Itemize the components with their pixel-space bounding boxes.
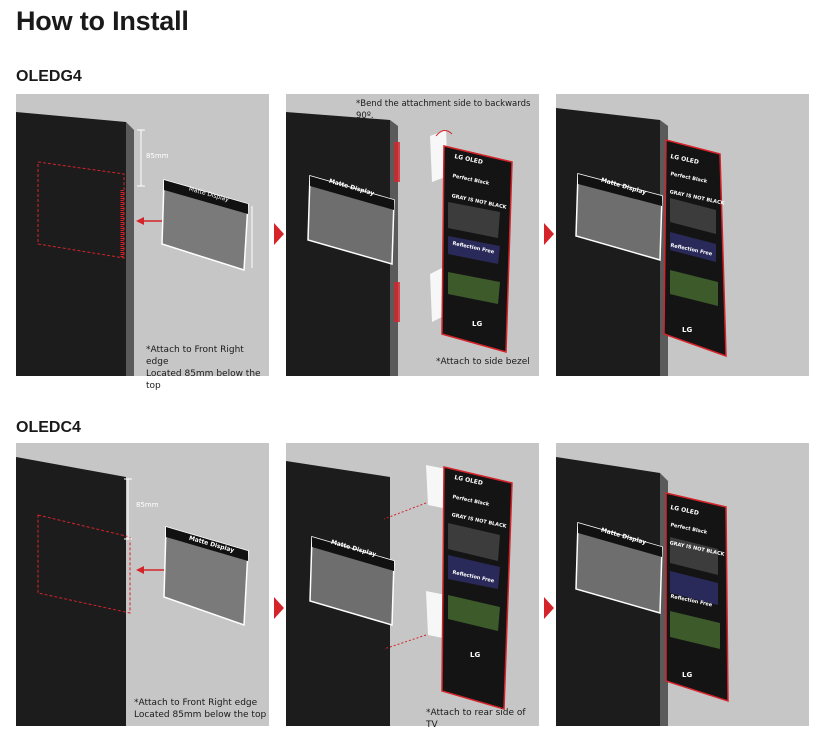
- step-panel-2: *Bend the attachment side to backwards 9…: [286, 94, 539, 376]
- step-illustration: [16, 112, 253, 376]
- measure-label: 85mm: [136, 501, 159, 509]
- step-caption: *Attach to rear side of TV: [426, 708, 526, 730]
- lg-logo: LG: [682, 671, 693, 679]
- page-title: How to Install: [16, 6, 189, 36]
- step-panel-1: 85mm Matte Display *Attach to Front Righ…: [16, 443, 269, 726]
- step-panel-1: 85mm Matte Display *Attach to Front Righ…: [16, 94, 269, 391]
- step-panel-3: Matte Display LG OLED Perfect Black GRAY…: [556, 443, 809, 726]
- section-model-label: OLEDC4: [16, 419, 81, 436]
- step-caption: *Attach to Front Right edge Located 85mm…: [146, 345, 261, 391]
- step-panel-3: Matte Display LG OLED Perfect Black GRAY…: [556, 94, 809, 376]
- step-illustration: [556, 457, 729, 726]
- step-illustration: [556, 108, 727, 376]
- lg-logo: LG: [682, 326, 693, 334]
- measure-label: 85mm: [146, 152, 169, 160]
- step-illustration: [286, 461, 513, 726]
- step-illustration: [286, 112, 513, 376]
- next-arrow-icon: [274, 223, 284, 245]
- step-caption: *Attach to Front Right edge Located 85mm…: [134, 698, 267, 720]
- lg-logo: LG: [470, 651, 481, 659]
- lg-logo: LG: [472, 320, 483, 328]
- step-caption: *Attach to side bezel: [436, 357, 530, 367]
- next-arrow-icon: [544, 223, 554, 245]
- step-panel-2: Matte Display LG OLED Perfect Black GRAY…: [286, 443, 539, 730]
- step-note: *Bend the attachment side to backwards 9…: [356, 99, 531, 121]
- next-arrow-icon: [274, 597, 284, 619]
- section-model-label: OLEDG4: [16, 68, 82, 85]
- step-illustration: [16, 457, 249, 726]
- next-arrow-icon: [544, 597, 554, 619]
